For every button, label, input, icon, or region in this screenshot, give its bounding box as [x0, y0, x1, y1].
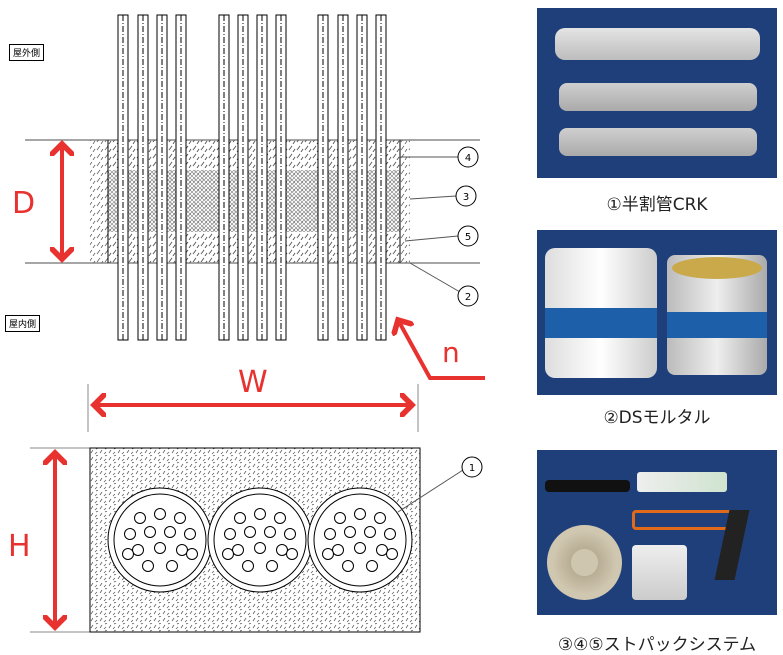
sleeve-ring — [213, 493, 307, 587]
callout-3: 3 — [463, 192, 469, 203]
pipe-hole — [184, 528, 196, 540]
dimension-n-label: n — [442, 336, 460, 369]
wall-section — [25, 139, 480, 264]
pipe-hole — [354, 508, 366, 520]
pipe-hole — [254, 508, 266, 520]
pipe-hole — [176, 544, 188, 556]
pipe-hole — [374, 512, 386, 524]
callout-1: 1 — [469, 463, 475, 474]
photo-stopack-system — [537, 450, 777, 615]
pipe-hole — [266, 560, 278, 572]
dimension-h-label: H — [8, 529, 31, 564]
pipe-hole — [166, 560, 178, 572]
pipe-hole — [254, 542, 266, 554]
pipe-hole — [386, 548, 398, 560]
pipe-hole — [232, 544, 244, 556]
pipe-hole — [142, 560, 154, 572]
pipe-hole — [364, 526, 376, 538]
sleeve-ring — [113, 493, 207, 587]
pipe-hole — [324, 528, 336, 540]
pipe-hole — [224, 528, 236, 540]
pipe-hole — [234, 512, 246, 524]
pipe-hole — [124, 528, 136, 540]
dimension-d: D — [12, 144, 62, 259]
caption-stopack: ③④⑤ストパックシステム — [557, 635, 757, 655]
pipe-hole — [264, 526, 276, 538]
front-view: 1 — [89, 447, 483, 633]
dimension-w: W — [87, 365, 419, 432]
pipe-hole — [242, 560, 254, 572]
callout-5: 5 — [465, 232, 471, 243]
pipe-hole — [186, 548, 198, 560]
caption-crk: ①半割管CRK — [606, 195, 708, 215]
pipe-hole — [376, 544, 388, 556]
pipe-hole — [276, 544, 288, 556]
callout-4: 4 — [465, 153, 471, 164]
inside-label: 屋内側 — [5, 315, 41, 332]
caption-ds-mortar: ②DSモルタル — [603, 408, 711, 428]
pipe-hole — [134, 512, 146, 524]
pipe-hole — [122, 548, 134, 560]
callout-2: 2 — [465, 292, 471, 303]
pipe-hole — [354, 542, 366, 554]
pipe-hole — [342, 560, 354, 572]
dimension-d-label: D — [12, 186, 35, 221]
pipe-hole — [154, 542, 166, 554]
pipe-hole — [344, 526, 356, 538]
pipe-hole — [244, 526, 256, 538]
pipe-hole — [174, 512, 186, 524]
pipe-hole — [154, 508, 166, 520]
photo-half-split-pipe — [537, 8, 777, 178]
pipe-hole — [132, 544, 144, 556]
pipe-hole — [384, 528, 396, 540]
dimension-w-label: W — [238, 365, 268, 400]
sleeve-ring — [313, 493, 407, 587]
outside-label: 屋外側 — [9, 44, 45, 61]
pipe-hole — [164, 526, 176, 538]
dimension-h: H — [8, 447, 90, 633]
pipe-hole — [274, 512, 286, 524]
callouts: 4 3 5 2 — [400, 146, 479, 307]
penetration-diagram: 4 3 5 2 D n W H 1 — [8, 14, 485, 633]
pipe-hole — [286, 548, 298, 560]
photo-ds-mortar — [537, 230, 777, 395]
pipe-hole — [366, 560, 378, 572]
pipe-hole — [284, 528, 296, 540]
pipe-hole — [334, 512, 346, 524]
pipe-hole — [322, 548, 334, 560]
dimension-n: n — [398, 320, 485, 380]
pipe-group — [117, 14, 387, 341]
pipe-hole — [144, 526, 156, 538]
pipe-hole — [222, 548, 234, 560]
pipe-hole — [332, 544, 344, 556]
